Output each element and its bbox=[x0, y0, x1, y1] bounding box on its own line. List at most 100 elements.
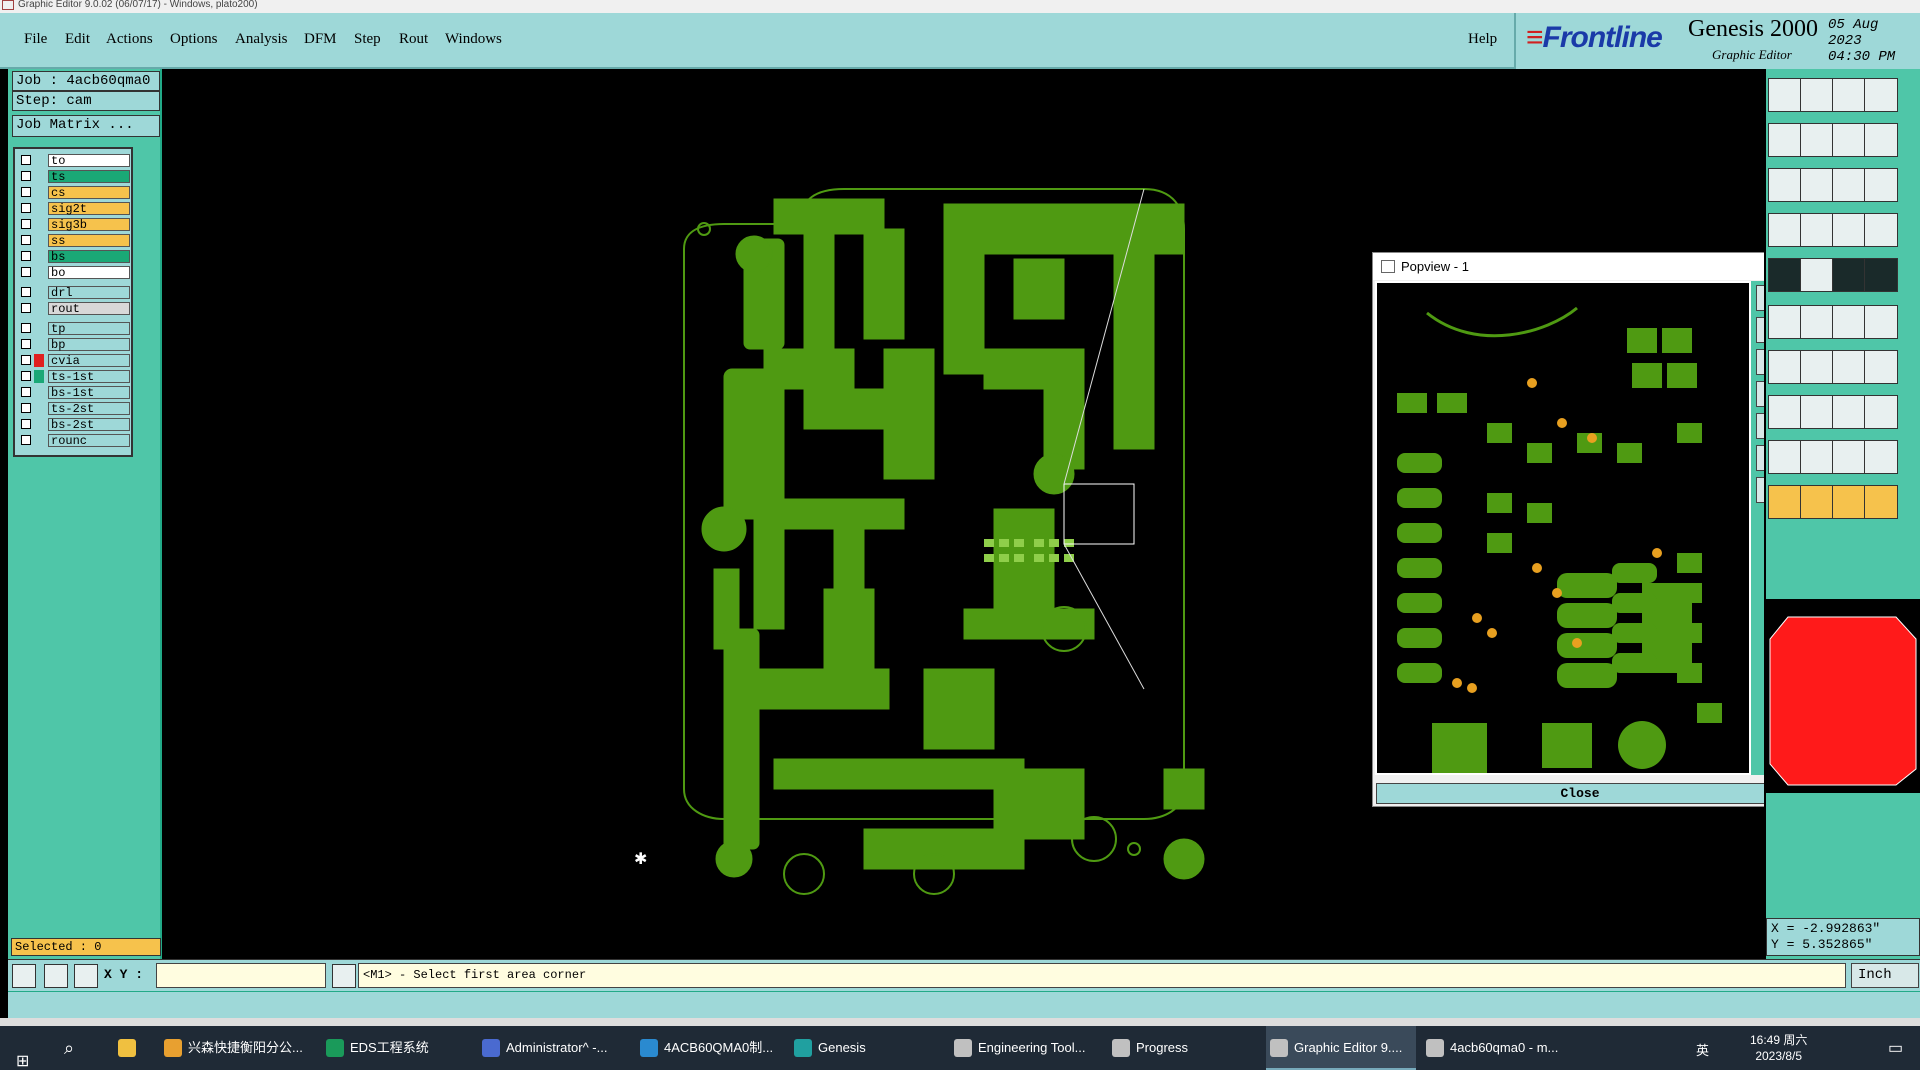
info-button[interactable] bbox=[332, 964, 356, 988]
tool-box-button[interactable] bbox=[1832, 395, 1866, 430]
tool-mirror-button[interactable] bbox=[1832, 123, 1866, 158]
tool-pan-left-button[interactable] bbox=[1768, 123, 1802, 158]
tool-delete-node-button[interactable] bbox=[1800, 305, 1834, 340]
layer-checkbox[interactable] bbox=[21, 203, 31, 213]
menu-options[interactable]: Options bbox=[170, 31, 218, 47]
tool-point-button[interactable] bbox=[1864, 257, 1898, 292]
tool-board-button[interactable] bbox=[1800, 257, 1834, 292]
layer-checkbox[interactable] bbox=[21, 435, 31, 445]
search-button[interactable]: ⌕ bbox=[58, 1026, 94, 1070]
popview-pan-right-button[interactable] bbox=[1756, 413, 1764, 439]
layer-row[interactable]: bs-1st bbox=[17, 385, 133, 400]
taskbar-item[interactable]: 兴森快捷衡阳分公... bbox=[160, 1026, 318, 1070]
layer-row[interactable]: rout bbox=[17, 301, 133, 316]
layer-checkbox[interactable] bbox=[21, 187, 31, 197]
measure-mode-button[interactable] bbox=[44, 964, 68, 988]
tool-snap-button[interactable] bbox=[1768, 212, 1802, 247]
layer-checkbox[interactable] bbox=[21, 387, 31, 397]
popview-pan-down-button[interactable] bbox=[1756, 349, 1764, 375]
tool-copy-button[interactable] bbox=[1864, 395, 1898, 430]
layer-row[interactable]: ts bbox=[17, 169, 133, 184]
tool-draw-line-button[interactable] bbox=[1768, 350, 1802, 385]
tool-zoom-home-button[interactable] bbox=[1768, 78, 1802, 113]
layer-row[interactable]: tp bbox=[17, 321, 133, 336]
tool-query-button[interactable] bbox=[1864, 168, 1898, 203]
layer-row[interactable]: cvia bbox=[17, 353, 133, 368]
tool-line-button[interactable] bbox=[1832, 257, 1866, 292]
taskbar-item[interactable]: 4acb60qma0 - m... bbox=[1422, 1026, 1572, 1070]
layer-checkbox[interactable] bbox=[21, 371, 31, 381]
menu-step[interactable]: Step bbox=[354, 31, 381, 47]
file-explorer-button[interactable] bbox=[112, 1026, 152, 1070]
popview-fit-button[interactable] bbox=[1756, 445, 1764, 471]
notification-icon[interactable]: ▭ bbox=[1888, 1040, 1904, 1057]
layer-row[interactable]: cs bbox=[17, 185, 133, 200]
tool-pan-right-button[interactable] bbox=[1800, 123, 1834, 158]
layer-row[interactable]: drl bbox=[17, 285, 133, 300]
layer-row[interactable]: ts-1st bbox=[17, 369, 133, 384]
tool-hat-button[interactable] bbox=[1832, 439, 1866, 474]
layer-checkbox[interactable] bbox=[21, 419, 31, 429]
layer-checkbox[interactable] bbox=[21, 251, 31, 261]
tool-select-pointer-button[interactable] bbox=[1800, 484, 1834, 519]
xy-input[interactable] bbox=[156, 963, 326, 988]
popview-close-icon[interactable]: ✕ bbox=[1763, 253, 1764, 280]
layer-checkbox[interactable] bbox=[21, 403, 31, 413]
tool-rotate-button[interactable] bbox=[1832, 350, 1866, 385]
layer-row[interactable]: rounc bbox=[17, 433, 133, 448]
layer-row[interactable]: sig3b bbox=[17, 217, 133, 232]
menu-dfm[interactable]: DFM bbox=[304, 31, 337, 47]
layer-checkbox[interactable] bbox=[21, 219, 31, 229]
menu-windows[interactable]: Windows bbox=[445, 31, 502, 47]
layer-row[interactable]: ts-2st bbox=[17, 401, 133, 416]
layer-row[interactable]: bo bbox=[17, 265, 133, 280]
tool-triangle-button[interactable] bbox=[1768, 439, 1802, 474]
tool-fill-button[interactable] bbox=[1768, 257, 1802, 292]
layer-checkbox[interactable] bbox=[21, 339, 31, 349]
tool-center-button[interactable] bbox=[1800, 168, 1834, 203]
tool-mirror-text-button[interactable] bbox=[1864, 350, 1898, 385]
taskbar-item[interactable]: 4ACB60QMA0制... bbox=[636, 1026, 786, 1070]
tool-fit-view-button[interactable] bbox=[1768, 168, 1802, 203]
job-matrix-button[interactable]: Job Matrix ... bbox=[12, 115, 160, 137]
popview-zoom-out-button[interactable] bbox=[1756, 317, 1764, 343]
popview-zoom-in-button[interactable] bbox=[1756, 285, 1764, 311]
layer-row[interactable]: bs-2st bbox=[17, 417, 133, 432]
tool-add-node-button[interactable] bbox=[1832, 305, 1866, 340]
layer-row[interactable]: bp bbox=[17, 337, 133, 352]
snap-grid-button[interactable] bbox=[74, 964, 98, 988]
taskbar-item[interactable]: Graphic Editor 9.... bbox=[1266, 1026, 1416, 1070]
tool-measure-button[interactable] bbox=[1832, 212, 1866, 247]
layer-checkbox[interactable] bbox=[21, 303, 31, 313]
system-clock[interactable]: 16:49 周六 2023/8/5 bbox=[1750, 1032, 1807, 1064]
menu-rout[interactable]: Rout bbox=[399, 31, 429, 47]
minimap[interactable] bbox=[1766, 599, 1920, 793]
popview-move-button[interactable] bbox=[1756, 477, 1764, 503]
layer-checkbox[interactable] bbox=[21, 171, 31, 181]
tool-pointer-button[interactable] bbox=[1768, 484, 1802, 519]
taskbar-item[interactable]: Genesis bbox=[790, 1026, 940, 1070]
select-mode-button[interactable] bbox=[12, 964, 36, 988]
layer-row[interactable]: sig2t bbox=[17, 201, 133, 216]
tool-grid-button[interactable] bbox=[1800, 212, 1834, 247]
layer-checkbox[interactable] bbox=[21, 355, 31, 365]
tool-move-node-button[interactable] bbox=[1768, 305, 1802, 340]
tool-arc-button[interactable] bbox=[1864, 305, 1898, 340]
taskbar-item[interactable]: EDS工程系统 bbox=[322, 1026, 472, 1070]
tool-angle-button[interactable] bbox=[1864, 439, 1898, 474]
layer-checkbox[interactable] bbox=[21, 235, 31, 245]
layer-checkbox[interactable] bbox=[21, 267, 31, 277]
unit-select[interactable]: Inch bbox=[1851, 963, 1919, 988]
ime-indicator[interactable]: 英 bbox=[1696, 1043, 1710, 1058]
tool-dash-button[interactable] bbox=[1800, 395, 1834, 430]
tool-add-pad-button[interactable] bbox=[1768, 395, 1802, 430]
popview-close-button[interactable]: Close bbox=[1376, 783, 1764, 804]
menu-analysis[interactable]: Analysis bbox=[235, 31, 288, 47]
popview-canvas[interactable] bbox=[1375, 281, 1751, 775]
layer-checkbox[interactable] bbox=[21, 323, 31, 333]
layer-checkbox[interactable] bbox=[21, 155, 31, 165]
layer-row[interactable]: bs bbox=[17, 249, 133, 264]
tool-flip-button[interactable] bbox=[1864, 123, 1898, 158]
tool-zoom-in-button[interactable] bbox=[1800, 78, 1834, 113]
graphic-canvas[interactable]: ✱ Popview - 1 ✕ bbox=[164, 69, 1764, 959]
